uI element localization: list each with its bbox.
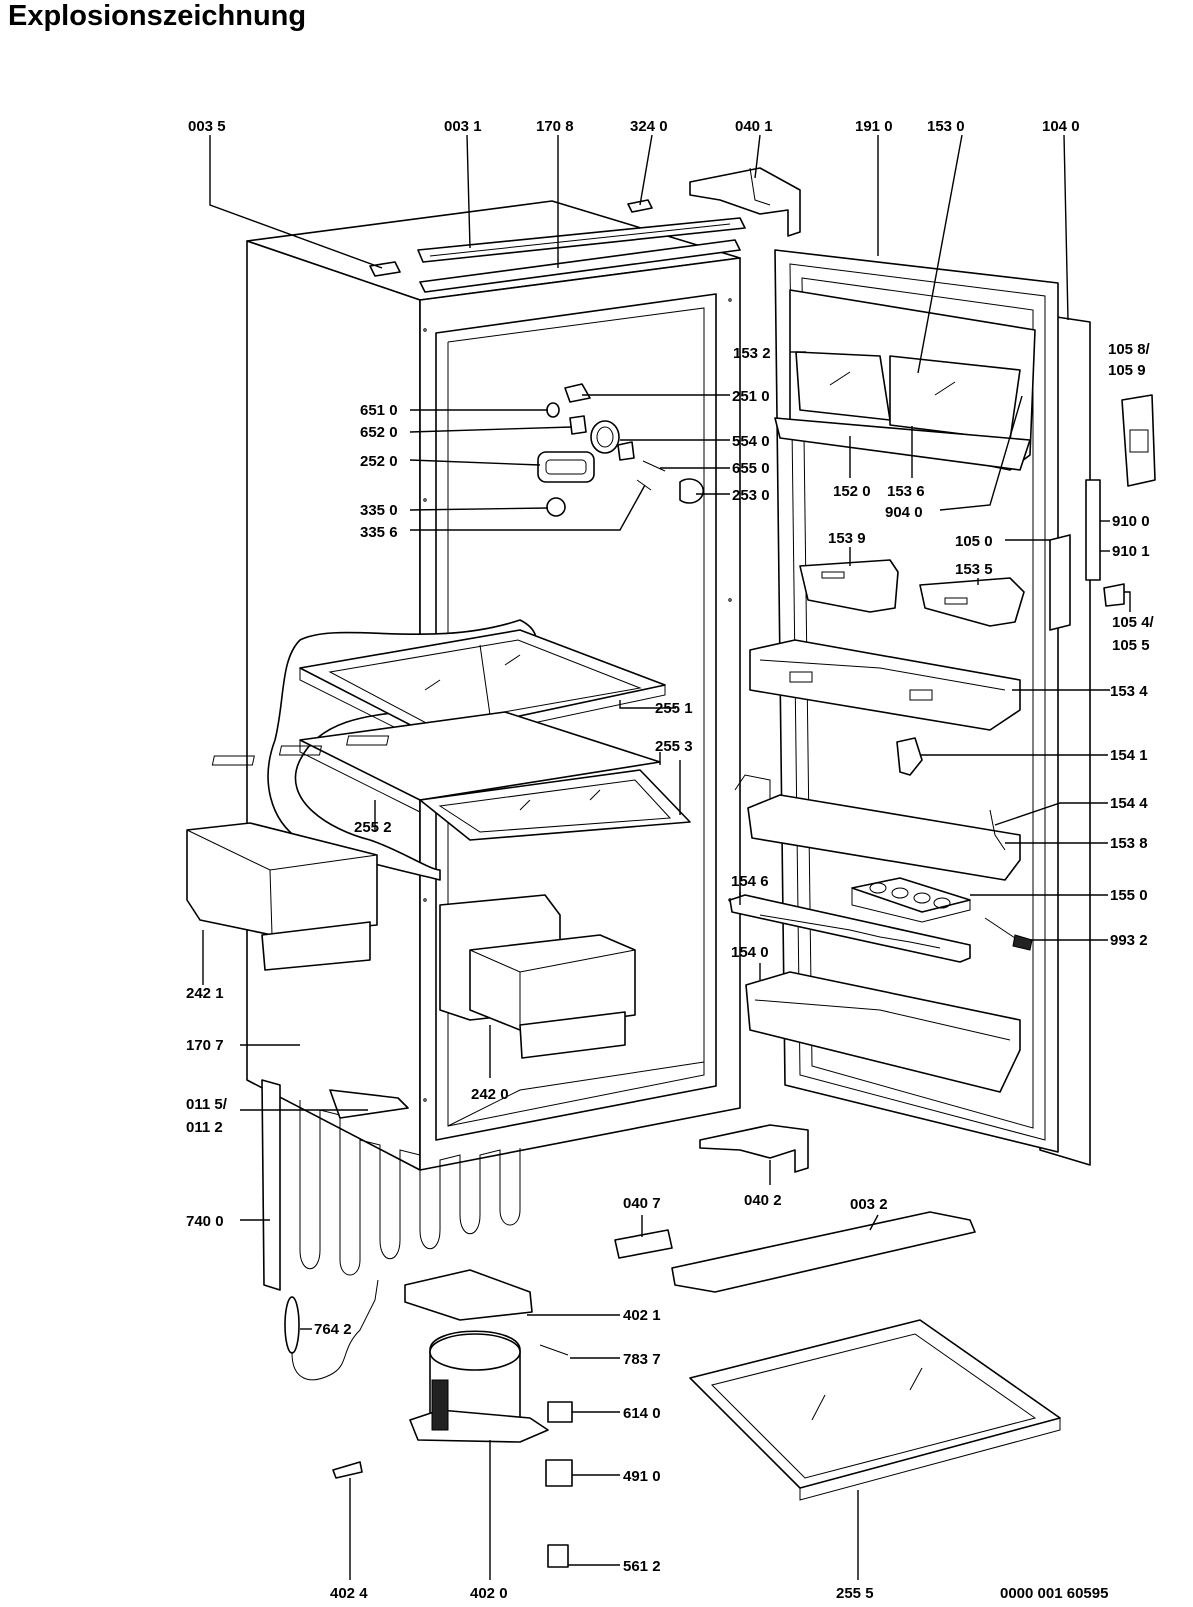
callout-5612: 561 2 <box>623 1558 661 1575</box>
callout-3350: 335 0 <box>360 502 398 519</box>
protector-5612 <box>547 1544 569 1568</box>
drawer-2421 <box>186 822 378 971</box>
callout-6510: 651 0 <box>360 402 398 419</box>
callout-1544: 154 4 <box>1110 795 1148 812</box>
callout-9100: 910 0 <box>1112 513 1150 530</box>
side-small-parts <box>1085 394 1156 607</box>
egg-tray-1550 <box>851 877 971 923</box>
callout-7837: 783 7 <box>623 1351 661 1368</box>
callout-1058: 105 8/ <box>1108 341 1151 358</box>
callout-0031: 003 1 <box>444 118 482 135</box>
condenser-7400 <box>261 1079 521 1291</box>
egg-holder-1541 <box>896 737 923 776</box>
callout-3356: 335 6 <box>360 524 398 541</box>
callout-4910: 491 0 <box>623 1468 661 1485</box>
rail-0032 <box>671 1211 976 1293</box>
drawer-2420 <box>439 894 636 1059</box>
callout-2420: 242 0 <box>471 1086 509 1103</box>
callout-0035: 003 5 <box>188 118 226 135</box>
callout-9040: 904 0 <box>885 504 923 521</box>
bottle-rail-1546 <box>729 894 971 963</box>
callout-6140: 614 0 <box>623 1405 661 1422</box>
door-bin-1535 <box>919 577 1025 627</box>
callout-1520: 152 0 <box>833 483 871 500</box>
callout-1536: 153 6 <box>887 483 925 500</box>
door-bin-1540 <box>745 971 1021 1093</box>
callout-4024: 402 4 <box>330 1585 368 1602</box>
shelf-2551 <box>299 629 666 746</box>
callout-2551: 255 1 <box>655 700 693 717</box>
callout-2530: 253 0 <box>732 487 770 504</box>
callout-6520: 652 0 <box>360 424 398 441</box>
leader-lines <box>202 134 1131 1580</box>
door-bin-1539 <box>799 559 899 613</box>
document-id: 0000 001 60595 <box>1000 1585 1108 1602</box>
callout-1534: 153 4 <box>1110 683 1148 700</box>
callout-1059: 105 9 <box>1108 362 1146 379</box>
callout-6550: 655 0 <box>732 460 770 477</box>
page-title: Explosionszeichnung <box>8 0 307 32</box>
callout-0402: 040 2 <box>744 1192 782 1209</box>
plate-0407 <box>614 1229 673 1259</box>
callout-0032: 003 2 <box>850 1196 888 1213</box>
bracket-0115 <box>329 1089 409 1119</box>
callout-2555: 255 5 <box>836 1585 874 1602</box>
callout-1535: 153 5 <box>955 561 993 578</box>
strip-1050 <box>1049 534 1071 631</box>
top-rails <box>417 217 746 293</box>
callout-1530: 153 0 <box>927 118 965 135</box>
callout-3240: 324 0 <box>630 118 668 135</box>
callout-2421: 242 1 <box>186 985 224 1002</box>
callout-4021: 402 1 <box>623 1307 661 1324</box>
callout-7400: 740 0 <box>186 1213 224 1230</box>
callout-9101: 910 1 <box>1112 543 1150 560</box>
callout-4020: 402 0 <box>470 1585 508 1602</box>
light-9932 <box>984 917 1033 951</box>
callout-1054: 105 4/ <box>1112 614 1155 631</box>
control-unit-parts <box>537 383 704 517</box>
hinge-0401 <box>689 167 801 237</box>
callout-1550: 155 0 <box>1110 887 1148 904</box>
callout-1546: 154 6 <box>731 873 769 890</box>
callout-1539: 153 9 <box>828 530 866 547</box>
callout-0115: 011 5/ <box>186 1096 228 1113</box>
pin-7837 <box>539 1344 569 1356</box>
glass-shelf-2555 <box>689 1319 1061 1501</box>
base-4021 <box>404 1269 533 1321</box>
capillary-7642 <box>284 1279 379 1381</box>
callout-1707: 170 7 <box>186 1037 224 1054</box>
callout-0112: 011 2 <box>186 1119 223 1136</box>
callout-1055: 105 5 <box>1112 637 1150 654</box>
callout-1532: 153 2 <box>733 345 771 362</box>
hinge-0402 <box>699 1124 809 1173</box>
callout-2520: 252 0 <box>360 453 398 470</box>
callout-2510: 251 0 <box>732 388 770 405</box>
capacitor-4910 <box>545 1459 573 1487</box>
callout-7642: 764 2 <box>314 1321 352 1338</box>
callout-labels: 003 5 003 1 170 8 324 0 040 1 191 0 153 … <box>186 118 1155 1602</box>
compressor-4020 <box>409 1330 549 1443</box>
relay-6140 <box>547 1401 573 1423</box>
callout-0407: 040 7 <box>623 1195 661 1212</box>
callout-1040: 104 0 <box>1042 118 1080 135</box>
callout-1538: 153 8 <box>1110 835 1148 852</box>
callout-1910: 191 0 <box>855 118 893 135</box>
callout-0401: 040 1 <box>735 118 773 135</box>
door-bin-1532 <box>774 289 1036 471</box>
callout-5540: 554 0 <box>732 433 770 450</box>
callout-9932: 993 2 <box>1110 932 1148 949</box>
door-bin-1538 <box>734 774 1021 881</box>
clip-0035 <box>369 261 401 277</box>
callout-1708: 170 8 <box>536 118 574 135</box>
shelf-2553-2552 <box>211 711 691 841</box>
callout-1540: 154 0 <box>731 944 769 961</box>
callout-1050: 105 0 <box>955 533 993 550</box>
clip-4024 <box>332 1461 363 1479</box>
callout-1541: 154 1 <box>1110 747 1148 764</box>
door-bin-1534 <box>749 639 1021 731</box>
callout-2552: 255 2 <box>354 819 392 836</box>
callout-2553: 255 3 <box>655 738 693 755</box>
